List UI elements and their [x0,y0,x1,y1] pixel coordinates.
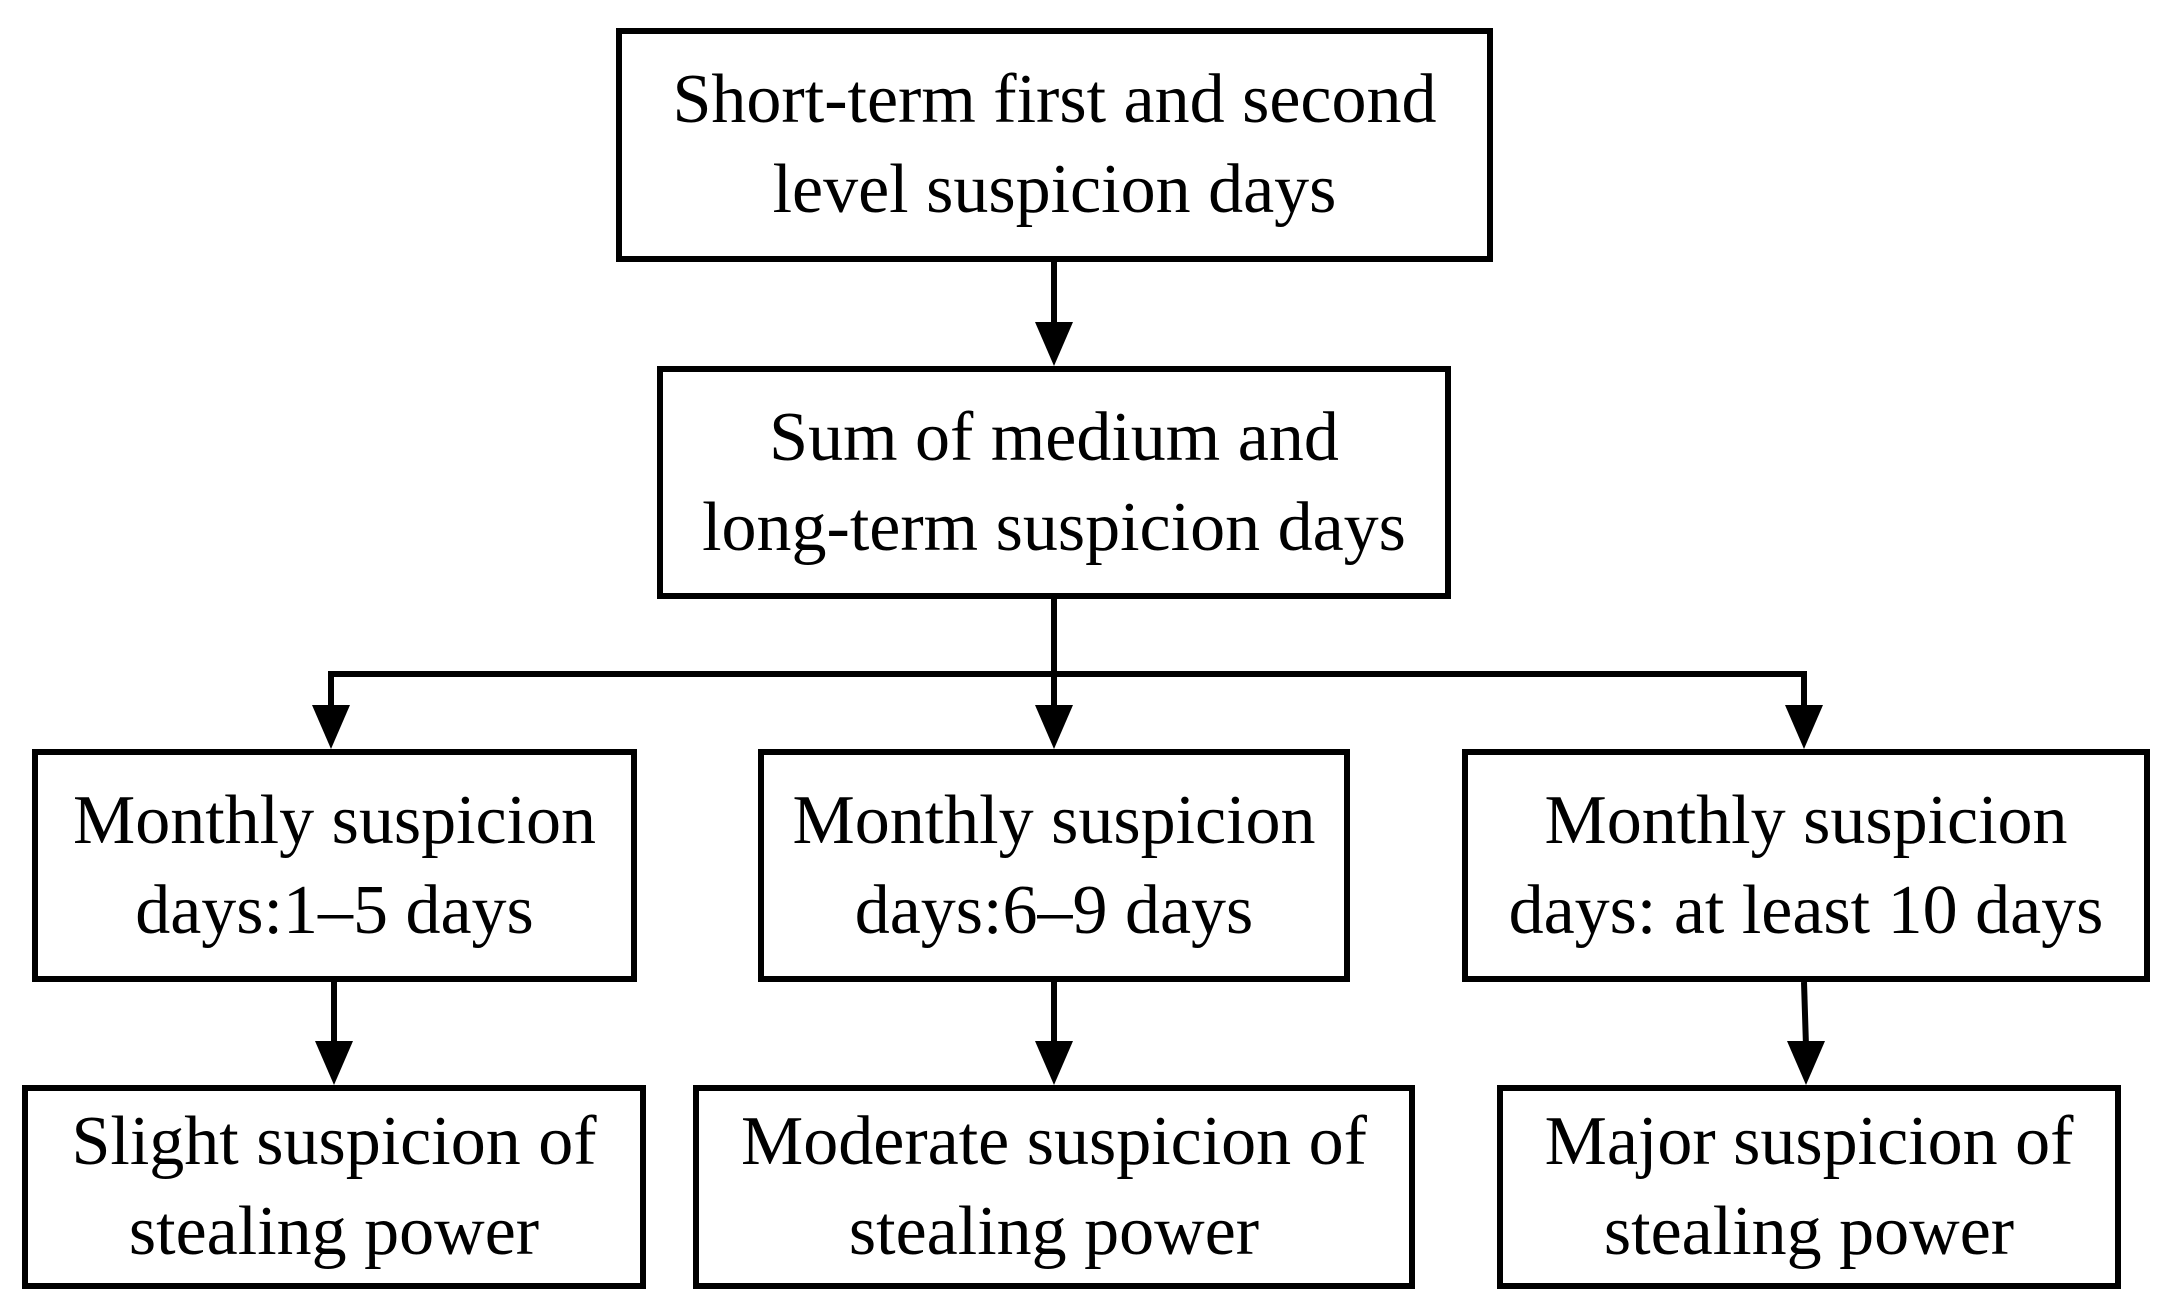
monthly-box-2-line-2: days:6–9 days [854,871,1254,949]
arrowhead-to-result-3 [1787,1041,1825,1085]
result-box-2-line-1: Moderate suspicion of [741,1103,1367,1180]
result-box-3-line-2: stealing power [1603,1193,2015,1270]
result-box-3-line-1: Major suspicion of [1544,1103,2074,1180]
short-term-suspicion-days-box: Short-term first and second level suspic… [616,28,1493,262]
arrowhead-to-monthly-2 [1035,705,1073,749]
arrow-monthly-3-to-result-3 [1801,981,1809,1047]
moderate-suspicion-result-box: Moderate suspicion of stealing power [693,1085,1415,1289]
monthly-box-1-line-1: Monthly suspicion [72,781,597,859]
arrowhead-to-monthly-3 [1785,705,1823,749]
major-suspicion-result-box: Major suspicion of stealing power [1497,1085,2121,1289]
arrowhead-to-result-1 [315,1041,353,1085]
monthly-box-3-line-1: Monthly suspicion [1544,781,2068,859]
arrowhead-to-result-2 [1035,1041,1073,1085]
monthly-suspicion-6-9-days-box: Monthly suspicion days:6–9 days [758,749,1350,982]
slight-suspicion-result-box: Slight suspicion of stealing power [22,1085,646,1289]
result-box-2-line-2: stealing power [848,1193,1260,1270]
short-term-box-line-1: Short-term first and second [672,61,1437,138]
medium-long-term-sum-box: Sum of medium and long-term suspicion da… [657,366,1451,599]
monthly-suspicion-10-plus-days-box: Monthly suspicion days: at least 10 days [1462,749,2150,982]
monthly-suspicion-1-5-days-box: Monthly suspicion days:1–5 days [32,749,637,982]
arrowhead-to-monthly-1 [312,705,350,749]
monthly-box-2-line-1: Monthly suspicion [792,781,1316,859]
result-box-1-line-2: stealing power [128,1193,540,1270]
short-term-box-line-2: level suspicion days [772,151,1337,228]
monthly-box-1-line-2: days:1–5 days [135,871,534,949]
monthly-box-3-line-2: days: at least 10 days [1508,871,2104,949]
sum-box-line-2: long-term suspicion days [702,488,1406,566]
result-box-1-line-1: Slight suspicion of [71,1103,597,1180]
arrowhead-top-to-sum [1035,322,1073,366]
sum-box-line-1: Sum of medium and [769,398,1339,476]
